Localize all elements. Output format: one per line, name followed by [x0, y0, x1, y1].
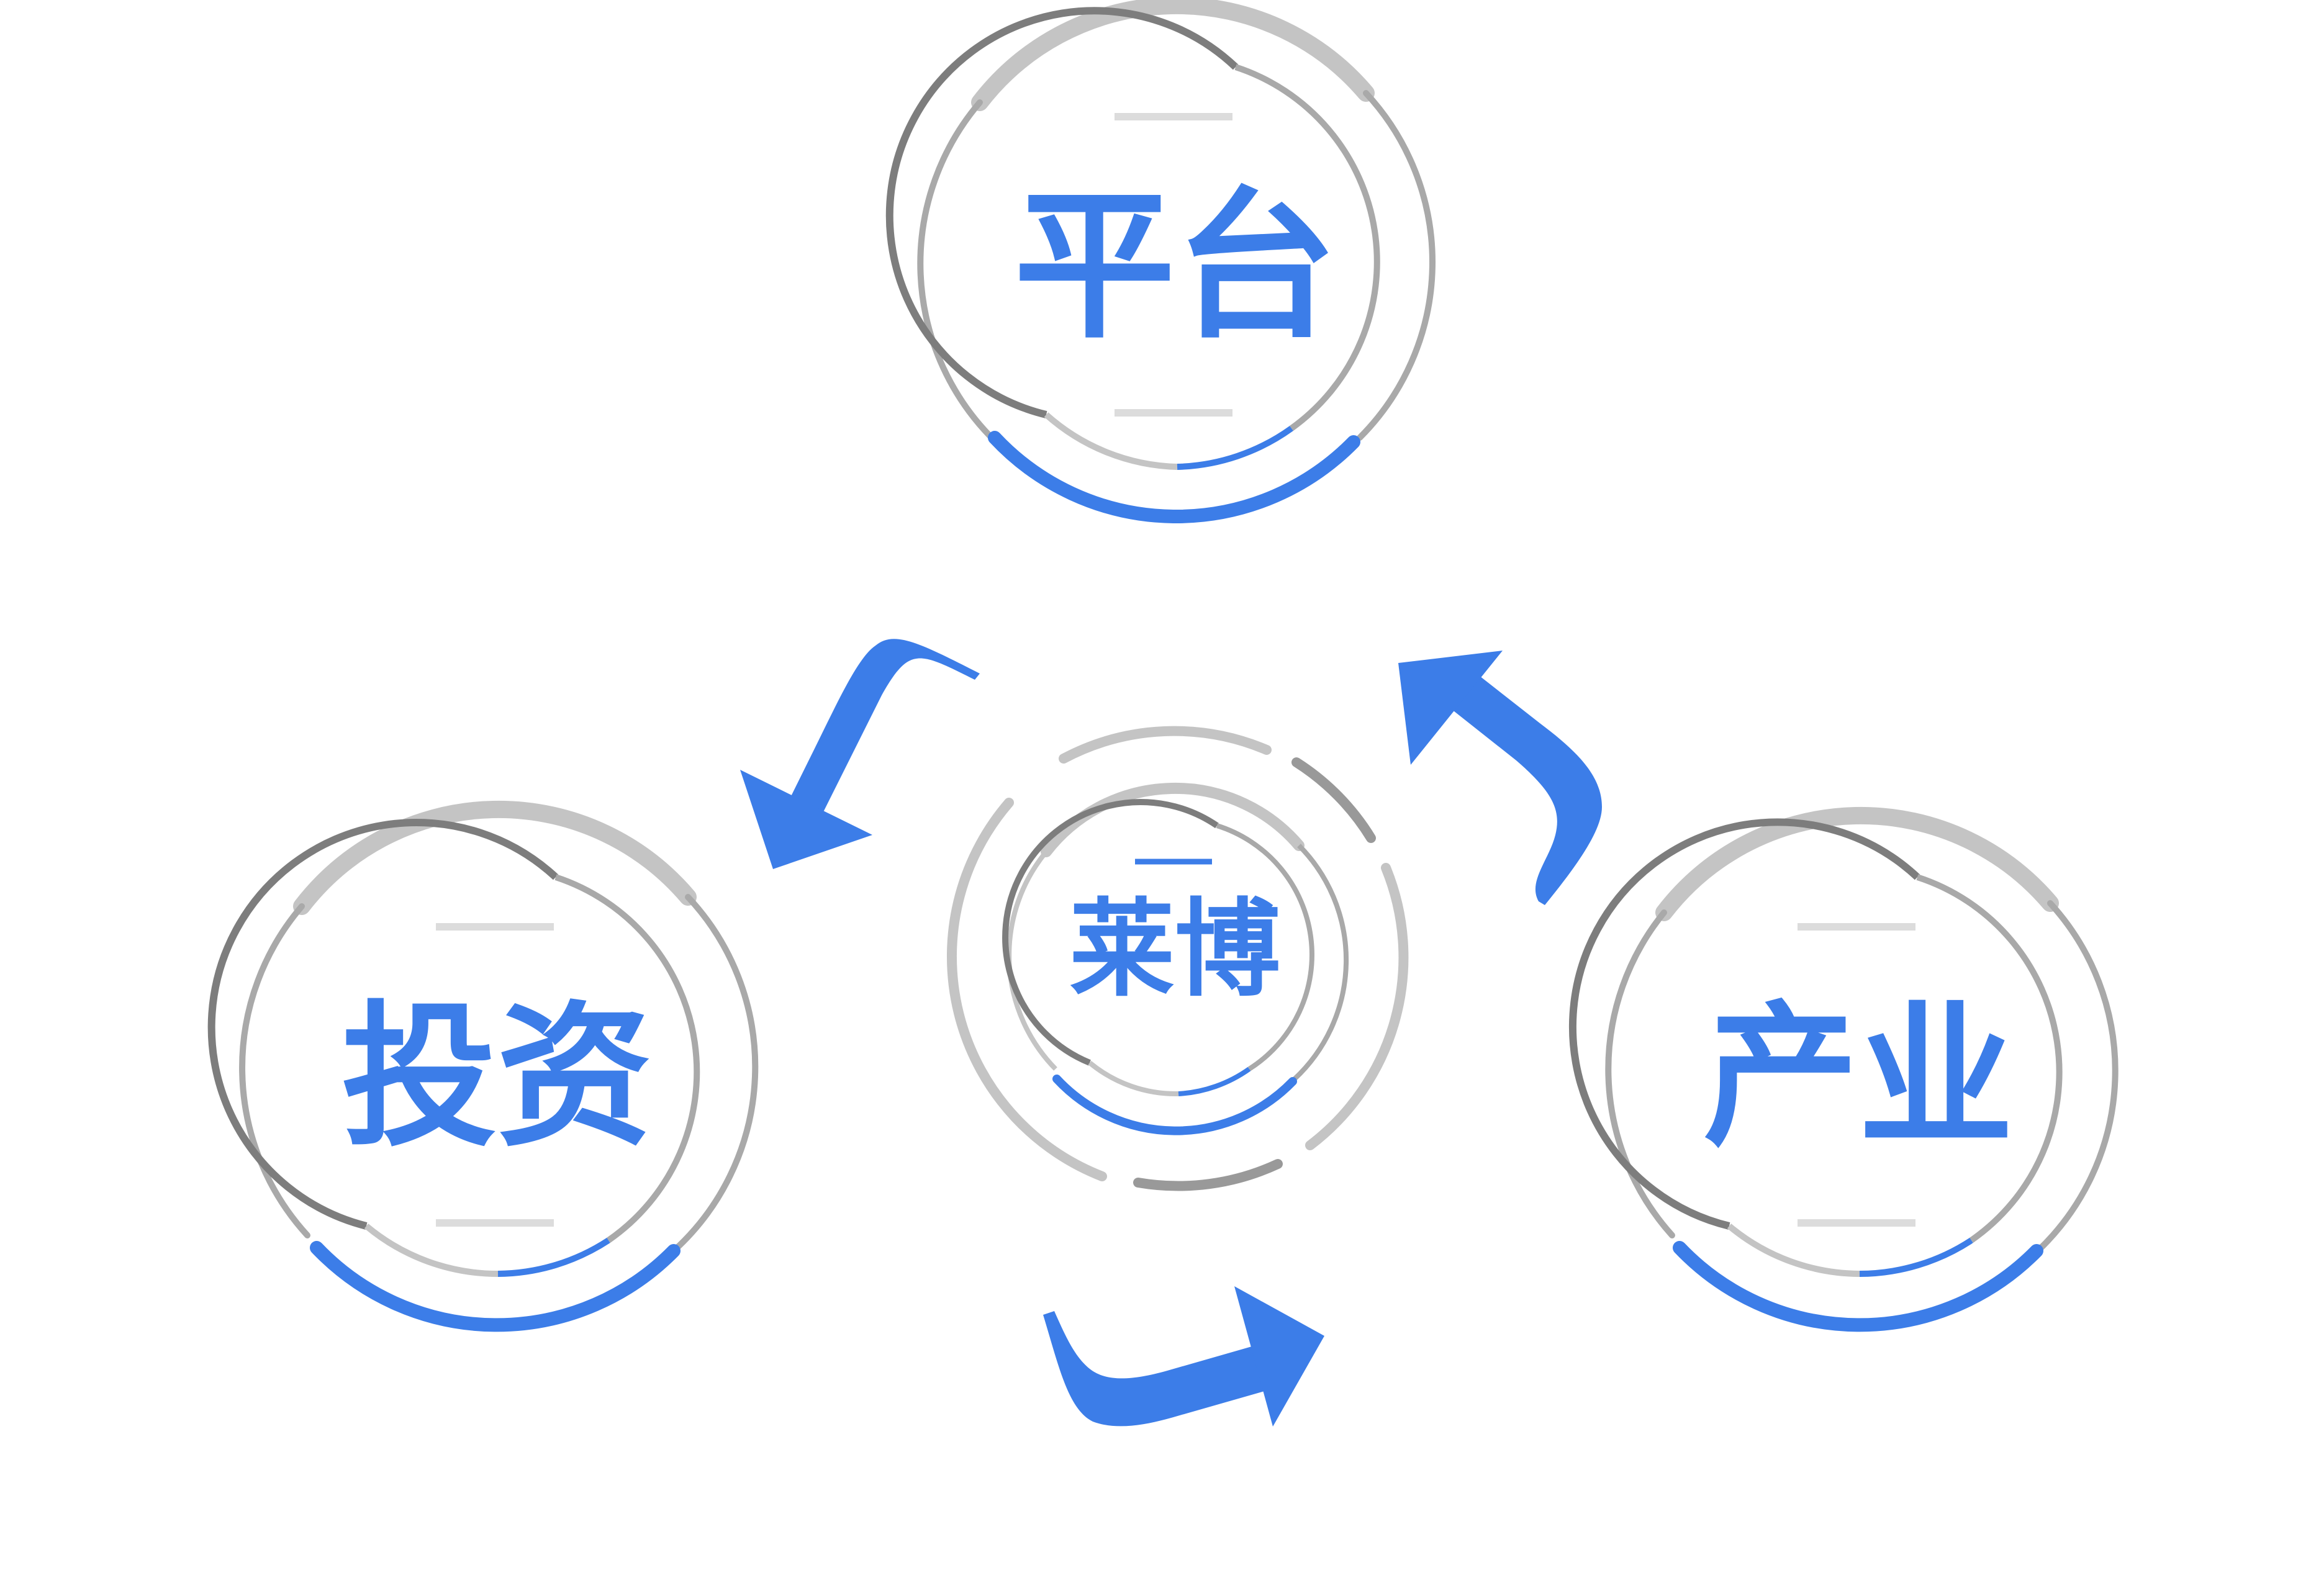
center-inner-arc-dark — [1002, 799, 1219, 1066]
inner-ring-bottom-light — [1044, 412, 1178, 470]
inner-ring-dark — [207, 819, 559, 1230]
inner-ring-dark — [885, 7, 1239, 418]
center-middle-arc-bottom-blue — [1052, 1075, 1297, 1135]
outer-arc-right — [671, 894, 759, 1254]
outer-arc-top — [293, 800, 697, 915]
node-label-investment: 投资 — [341, 987, 652, 1168]
node-label-industry: 产业 — [1703, 987, 2014, 1168]
center-inner-arc-bottom-light — [1088, 1060, 1179, 1097]
outer-arc-left — [917, 99, 998, 444]
node-platform: 平台 — [885, 0, 1436, 523]
outer-arc-left — [239, 903, 310, 1238]
outer-arc-bottom-blue — [310, 1241, 681, 1332]
outer-arc-top — [1655, 806, 2059, 921]
node-center: 莱博 — [946, 726, 1409, 1191]
inner-ring-light — [1234, 64, 1380, 431]
center-outer-arc-1 — [1059, 726, 1272, 764]
node-label-platform: 平台 — [1014, 173, 1337, 361]
outer-arc-bottom-blue — [1673, 1241, 2043, 1332]
center-inner-arc-bottom-blue — [1178, 1066, 1251, 1096]
arrow-shaft — [1442, 674, 1602, 905]
inner-ring-bottom-light — [364, 1224, 499, 1278]
outer-arc-right — [2035, 900, 2119, 1254]
center-outer-arc-2 — [1291, 757, 1376, 843]
center-middle-arc-right — [1293, 844, 1349, 1081]
center-middle-arc-top — [1041, 782, 1305, 857]
inner-ring-bottom-blue — [497, 1237, 610, 1277]
center-outer-arc-5 — [946, 798, 1107, 1181]
arrow-head — [1234, 1286, 1324, 1427]
outer-arc-left — [1605, 909, 1675, 1238]
inner-ring-bottom-blue — [1177, 425, 1293, 470]
center-inner-arc-light — [1216, 823, 1314, 1071]
node-investment: 投资 — [207, 800, 759, 1332]
inner-ring-bottom-light — [1727, 1224, 1860, 1277]
arrow-shaft — [778, 639, 980, 823]
arrow-platform-to-investment — [740, 639, 980, 869]
arrow-industry-to-platform — [1398, 651, 1602, 905]
arrow-investment-to-industry — [1043, 1286, 1324, 1427]
node-label-center: 莱博 — [1069, 888, 1280, 1011]
center-outer-arc-4 — [1133, 1159, 1283, 1191]
node-industry: 产业 — [1568, 806, 2119, 1332]
inner-ring-light — [554, 874, 700, 1243]
center-outer-arc-3 — [1305, 863, 1409, 1150]
arrow-head — [740, 770, 872, 869]
inner-ring-bottom-blue — [1859, 1237, 1973, 1277]
outer-arc-top — [971, 0, 1375, 111]
outer-arc-bottom-blue — [988, 431, 1360, 523]
outer-arc-right — [1357, 90, 1436, 441]
inner-ring-light — [1916, 874, 2063, 1243]
inner-ring-dark — [1568, 818, 1920, 1230]
arrow-head — [1398, 651, 1503, 765]
arrow-shaft — [1043, 1311, 1267, 1427]
